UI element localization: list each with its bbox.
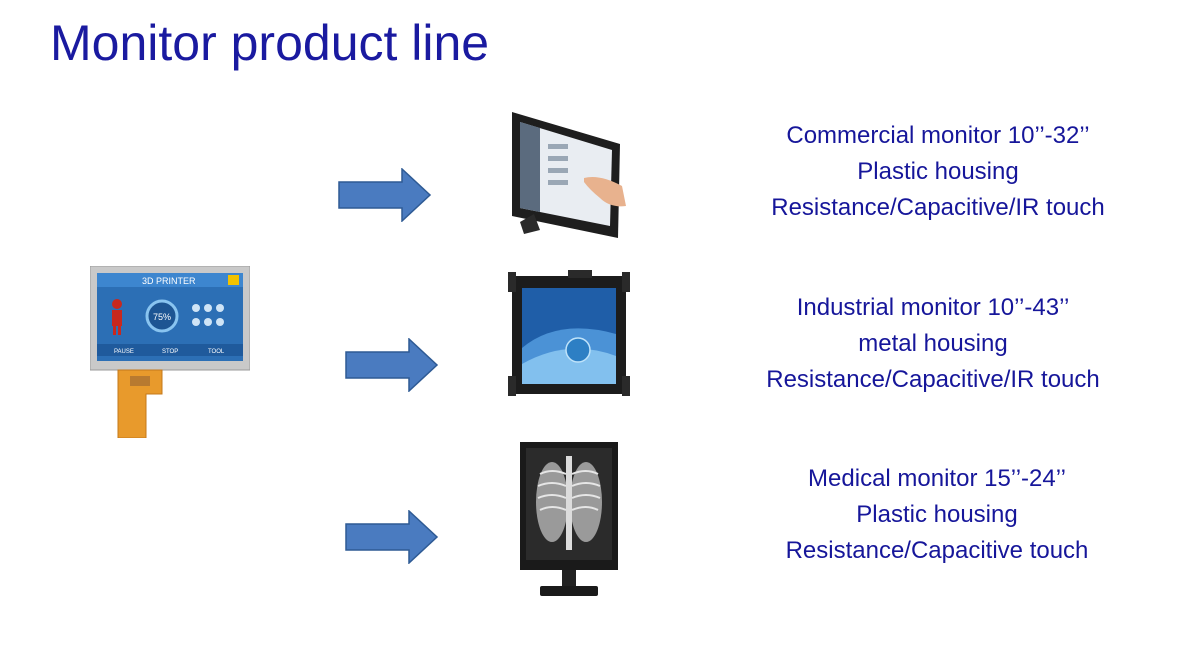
commercial-monitor-description: Commercial monitor 10’’-32’’ Plastic hou…: [718, 118, 1158, 226]
medical-monitor-name: Medical monitor 15’’-24’’: [808, 465, 1066, 492]
globe-icon: [565, 337, 591, 363]
fpc-cable: [117, 369, 163, 438]
lcd-module-image: 3D PRINTER 75% PAUSE STOP TOOL: [90, 266, 250, 438]
commercial-monitor-housing: Plastic housing: [857, 158, 1019, 185]
lcd-button-pause: PAUSE: [114, 349, 134, 355]
lcd-button-tool: TOOL: [208, 349, 225, 355]
industrial-monitor-name: Industrial monitor 10’’-43’’: [796, 294, 1070, 321]
medical-monitor-touch: Resistance/Capacitive touch: [785, 537, 1089, 564]
lcd-icon-grid: [192, 304, 224, 326]
hand-icon: [584, 177, 626, 207]
arrow-to-medical: [345, 510, 439, 564]
commercial-monitor-name: Commercial monitor 10’’-32’’: [786, 122, 1090, 149]
industrial-monitor-housing: metal housing: [858, 330, 1008, 357]
robot-icon: [112, 299, 122, 335]
lcd-button-stop: STOP: [162, 349, 178, 355]
arrow-to-commercial: [338, 168, 432, 222]
medical-monitor-description: Medical monitor 15’’-24’’ Plastic housin…: [717, 461, 1157, 569]
industrial-monitor-touch: Resistance/Capacitive/IR touch: [766, 366, 1100, 393]
industrial-monitor-image: [508, 270, 630, 396]
lcd-progress-label: 75%: [153, 312, 171, 322]
xray-chest-image: [536, 456, 602, 550]
medical-monitor-image: [520, 442, 618, 596]
arrow-to-industrial: [345, 338, 439, 392]
commercial-monitor-touch: Resistance/Capacitive/IR touch: [771, 194, 1105, 221]
industrial-monitor-description: Industrial monitor 10’’-43’’ metal housi…: [713, 290, 1153, 398]
medical-monitor-housing: Plastic housing: [856, 501, 1018, 528]
lcd-screen-title: 3D PRINTER: [142, 276, 196, 286]
progress-ring: [145, 299, 179, 333]
slide-title: Monitor product line: [50, 15, 490, 71]
commercial-monitor-image: [512, 112, 626, 238]
